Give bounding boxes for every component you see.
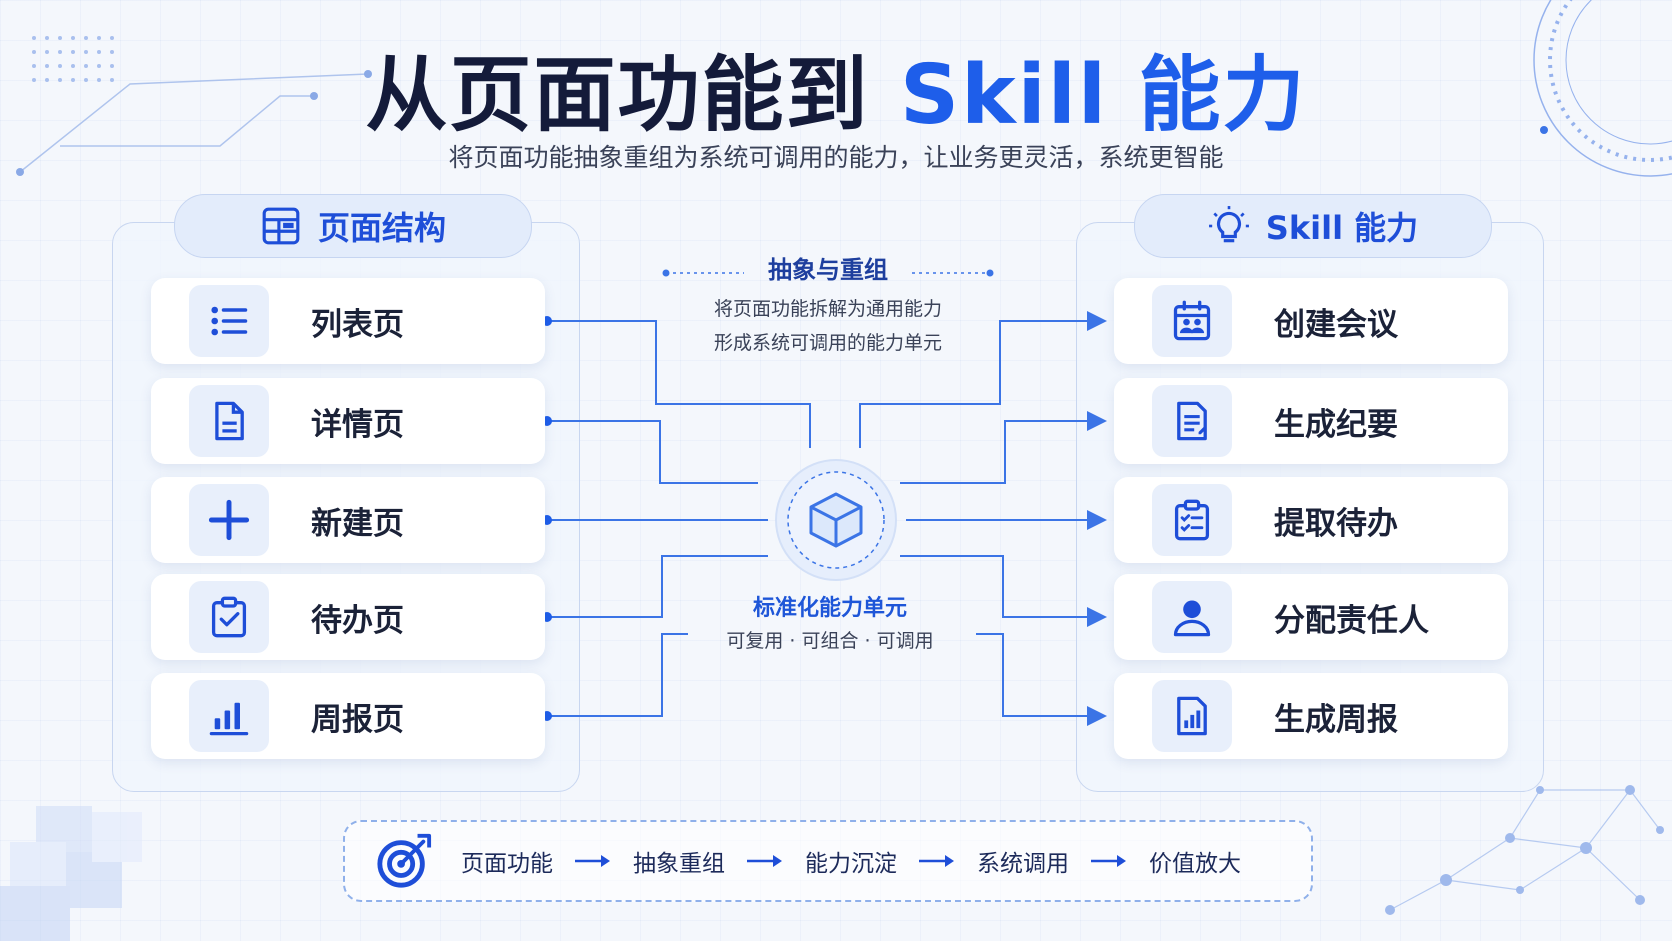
flow-step-4: 系统调用: [977, 851, 1069, 877]
connector-left-5: [547, 633, 688, 717]
checklist-icon: [1174, 499, 1210, 541]
connector-right-4: [900, 555, 1107, 627]
connector-right-5: [976, 633, 1107, 726]
card-label: 新建页: [311, 505, 404, 542]
list-icon-box: [189, 285, 269, 357]
right-card-extract-todo[interactable]: 提取待办: [1114, 477, 1508, 563]
left-panel-header: 页面结构: [174, 194, 532, 258]
notes-icon: [1177, 401, 1207, 441]
clipboard-check-icon: [211, 596, 247, 638]
list-icon: [211, 306, 248, 336]
bar-chart-icon-box: [189, 680, 269, 752]
calendar-people-icon-box: [1152, 285, 1232, 357]
left-card-todo[interactable]: 待办页: [151, 574, 545, 660]
card-label: 生成周报: [1274, 701, 1398, 738]
title-accent: Skill 能力: [900, 48, 1307, 143]
connector-right-1: [859, 311, 1107, 448]
card-label: 列表页: [311, 306, 404, 343]
right-card-minutes[interactable]: 生成纪要: [1114, 378, 1508, 464]
left-card-detail[interactable]: 详情页: [151, 378, 545, 464]
checklist-icon-box: [1152, 484, 1232, 556]
hub-title: 标准化能力单元: [752, 596, 907, 621]
left-card-new[interactable]: 新建页: [151, 477, 545, 563]
abstraction-line-2: 形成系统可调用的能力单元: [713, 332, 942, 354]
arrow-right-icon: [919, 855, 954, 867]
document-icon: [215, 401, 244, 441]
connector-left-4: [547, 555, 768, 618]
plus-icon: [208, 499, 250, 541]
hub-subtitle: 可复用 · 可组合 · 可调用: [726, 630, 934, 652]
card-label: 周报页: [311, 701, 404, 738]
notes-icon-box: [1152, 385, 1232, 457]
connector-left-2: [547, 420, 758, 484]
left-card-weekly[interactable]: 周报页: [151, 673, 545, 759]
title-main: 从页面功能到: [365, 48, 870, 143]
arrow-right-icon: [747, 855, 782, 867]
user-icon: [1173, 600, 1211, 637]
document-icon-box: [189, 385, 269, 457]
abstraction-line-1: 将页面功能拆解为通用能力: [713, 298, 942, 320]
arrow-right-icon: [575, 855, 610, 867]
card-label: 待办页: [311, 602, 404, 639]
abstraction-title: 抽象与重组: [768, 256, 888, 284]
cube-icon: [809, 492, 863, 548]
flow-step-1: 页面功能: [461, 851, 553, 877]
right-panel-title: Skill 能力: [1265, 209, 1419, 247]
card-label: 创建会议: [1274, 306, 1398, 343]
process-flow-bar: 页面功能 抽象重组 能力沉淀 系统调用 价值放大: [343, 820, 1313, 902]
card-label: 详情页: [311, 406, 404, 443]
bar-chart-icon: [209, 702, 249, 736]
target-icon: [377, 833, 432, 888]
right-card-assign[interactable]: 分配责任人: [1114, 574, 1508, 660]
arrow-right-icon: [1091, 855, 1126, 867]
lightbulb-icon: [1208, 206, 1249, 243]
card-label: 生成纪要: [1274, 406, 1398, 443]
card-label: 分配责任人: [1274, 602, 1429, 639]
report-chart-icon: [1177, 696, 1207, 736]
calendar-people-icon: [1173, 300, 1211, 341]
card-label: 提取待办: [1274, 505, 1398, 542]
connector-right-2: [900, 411, 1107, 484]
left-panel-title: 页面结构: [317, 209, 446, 247]
right-card-create-meeting[interactable]: 创建会议: [1114, 278, 1508, 364]
layout-grid-icon: [262, 207, 300, 245]
page-title: 从页面功能到 Skill 能力: [0, 28, 1672, 147]
connector-left-1: [547, 320, 811, 448]
report-chart-icon-box: [1152, 680, 1232, 752]
flow-step-3: 能力沉淀: [805, 851, 897, 877]
right-card-weekly-report[interactable]: 生成周报: [1114, 673, 1508, 759]
flow-step-2: 抽象重组: [633, 851, 725, 877]
user-icon-box: [1152, 581, 1232, 653]
plus-icon-box: [189, 484, 269, 556]
right-panel-header: Skill 能力: [1134, 194, 1492, 258]
page-subtitle: 将页面功能抽象重组为系统可调用的能力，让业务更灵活，系统更智能: [448, 143, 1224, 172]
left-card-list[interactable]: 列表页: [151, 278, 545, 364]
clipboard-check-icon-box: [189, 581, 269, 653]
flow-step-5: 价值放大: [1149, 851, 1241, 877]
